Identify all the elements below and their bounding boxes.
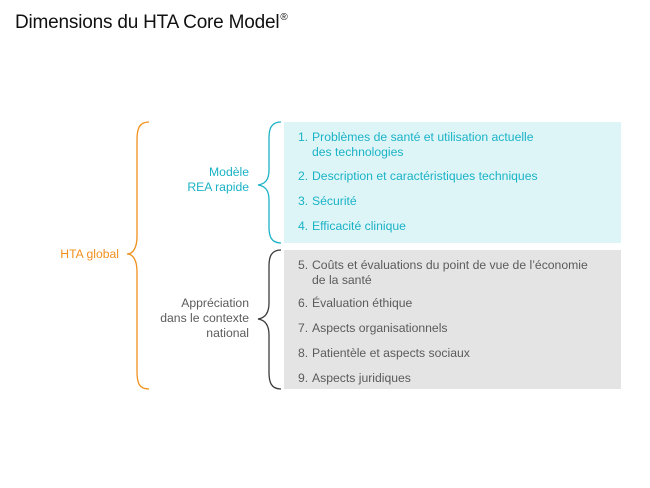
- dimension-number: 9.: [298, 371, 309, 385]
- dimension-text-line: de la santé: [312, 273, 372, 287]
- dimension-text-line: Problèmes de santé et utilisation actuel…: [312, 130, 534, 144]
- dimension-text: Patientèle et aspects sociaux: [312, 346, 470, 360]
- hta-global-label: HTA global: [60, 247, 119, 261]
- dimension-number: 2.: [298, 169, 309, 183]
- national-label-line: national: [206, 326, 249, 340]
- page-title: Dimensions du HTA Core Model®: [15, 12, 288, 34]
- dimension-item-7: 7. Aspects organisationnels: [298, 321, 613, 336]
- national-label-line: dans le contexte: [160, 311, 249, 325]
- national-dimensions-box: 5. Coûts et évaluations du point de vue …: [284, 250, 621, 389]
- dimension-item-1: 1. Problèmes de santé et utilisation act…: [298, 130, 613, 160]
- dimension-text-line: des technologies: [312, 145, 404, 159]
- global-brace-icon: [126, 121, 150, 390]
- dimension-number: 7.: [298, 321, 309, 335]
- dimension-text: Sécurité: [312, 194, 357, 208]
- dimension-text: Problèmes de santé et utilisation actuel…: [312, 130, 613, 160]
- dimension-number: 4.: [298, 219, 309, 233]
- dimension-item-2: 2. Description et caractéristiques techn…: [298, 169, 613, 184]
- rea-brace-icon: [257, 121, 282, 244]
- dimension-text: Aspects juridiques: [312, 371, 411, 385]
- dimension-item-9: 9. Aspects juridiques: [298, 371, 613, 386]
- dimension-text: Aspects organisationnels: [312, 321, 448, 335]
- rea-group-label: Modèle REA rapide: [129, 165, 249, 195]
- dimension-item-8: 8. Patientèle et aspects sociaux: [298, 346, 613, 361]
- dimension-item-4: 4. Efficacité clinique: [298, 219, 613, 234]
- dimension-number: 3.: [298, 194, 309, 208]
- rea-label-line: REA rapide: [187, 180, 249, 194]
- page-title-text: Dimensions du HTA Core Model: [15, 12, 280, 33]
- national-group-label: Appréciation dans le contexte national: [129, 296, 249, 341]
- national-brace-icon: [257, 249, 282, 390]
- rea-dimensions-box: 1. Problèmes de santé et utilisation act…: [284, 122, 621, 243]
- dimension-text: Évaluation éthique: [312, 296, 413, 310]
- dimension-item-6: 6. Évaluation éthique: [298, 296, 613, 311]
- dimension-number: 8.: [298, 346, 309, 360]
- dimension-item-5: 5. Coûts et évaluations du point de vue …: [298, 258, 613, 288]
- dimension-text: Coûts et évaluations du point de vue de …: [312, 258, 613, 288]
- rea-label-line: Modèle: [209, 165, 249, 179]
- dimension-text: Description et caractéristiques techniqu…: [312, 169, 538, 183]
- dimension-number: 1.: [298, 130, 309, 144]
- dimension-item-3: 3. Sécurité: [298, 194, 613, 209]
- dimension-number: 5.: [298, 258, 309, 272]
- registered-mark: ®: [280, 12, 288, 23]
- dimension-text: Efficacité clinique: [312, 219, 406, 233]
- dimension-number: 6.: [298, 296, 309, 310]
- dimension-text-line: Coûts et évaluations du point de vue de …: [312, 258, 588, 272]
- national-label-line: Appréciation: [181, 296, 249, 310]
